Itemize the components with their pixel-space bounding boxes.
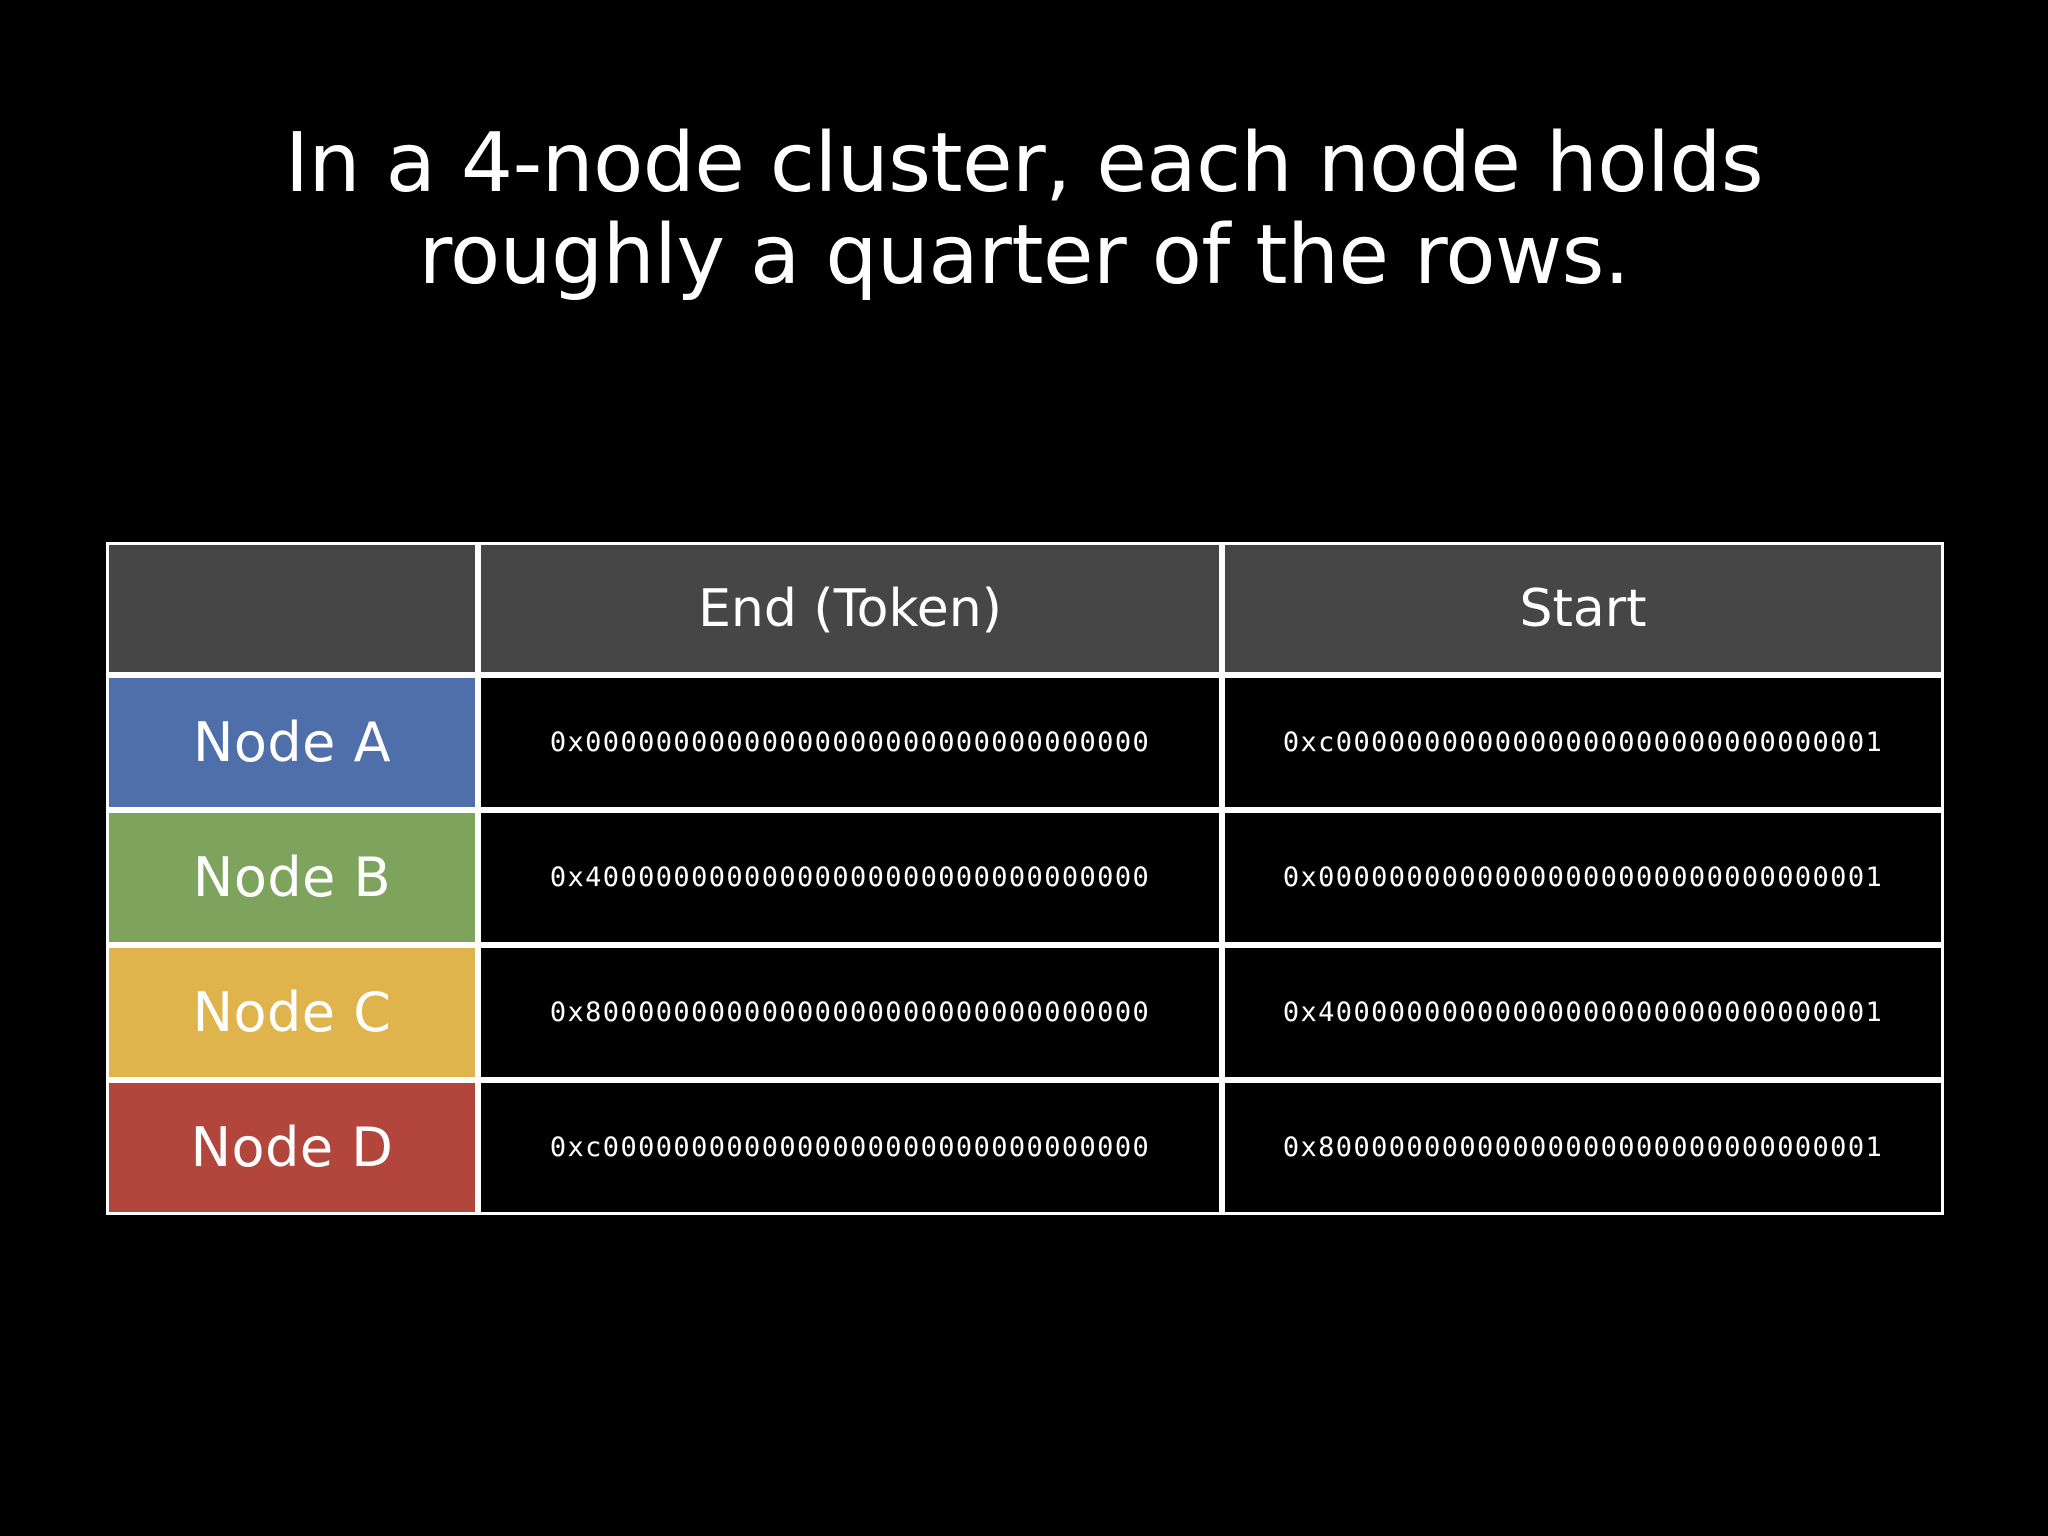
node-label-cell: Node A [106,675,478,810]
end-token-value: 0x40000000000000000000000000000000 [549,862,1151,893]
table-header: End (Token) Start [106,542,1944,675]
column-header-node [106,542,478,675]
start-token-cell: 0xc0000000000000000000000000000001 [1222,675,1944,810]
start-token-cell: 0x80000000000000000000000000000001 [1222,1080,1944,1215]
table-header-row: End (Token) Start [106,542,1944,675]
end-token-cell: 0xc0000000000000000000000000000000 [478,1080,1222,1215]
start-token-value: 0xc0000000000000000000000000000001 [1282,727,1884,758]
end-token-value: 0x00000000000000000000000000000000 [549,727,1151,758]
token-range-table: End (Token) Start Node A 0x0000000000000… [106,542,1944,1215]
column-header-start: Start [1222,542,1944,675]
start-token-cell: 0x40000000000000000000000000000001 [1222,945,1944,1080]
node-label-cell: Node C [106,945,478,1080]
table-row: Node A 0x0000000000000000000000000000000… [106,675,1944,810]
end-token-value: 0xc0000000000000000000000000000000 [549,1132,1151,1163]
node-label-cell: Node D [106,1080,478,1215]
end-token-value: 0x80000000000000000000000000000000 [549,997,1151,1028]
page-title: In a 4-node cluster, each node holds rou… [284,116,1764,303]
end-token-cell: 0x80000000000000000000000000000000 [478,945,1222,1080]
start-token-value: 0x00000000000000000000000000000001 [1282,862,1884,893]
column-header-end-token: End (Token) [478,542,1222,675]
node-label-cell: Node B [106,810,478,945]
end-token-cell: 0x00000000000000000000000000000000 [478,675,1222,810]
start-token-value: 0x80000000000000000000000000000001 [1282,1132,1884,1163]
table-body: Node A 0x0000000000000000000000000000000… [106,675,1944,1215]
table-row: Node B 0x4000000000000000000000000000000… [106,810,1944,945]
table-row: Node C 0x8000000000000000000000000000000… [106,945,1944,1080]
start-token-value: 0x40000000000000000000000000000001 [1282,997,1884,1028]
end-token-cell: 0x40000000000000000000000000000000 [478,810,1222,945]
table-row: Node D 0xc000000000000000000000000000000… [106,1080,1944,1215]
start-token-cell: 0x00000000000000000000000000000001 [1222,810,1944,945]
